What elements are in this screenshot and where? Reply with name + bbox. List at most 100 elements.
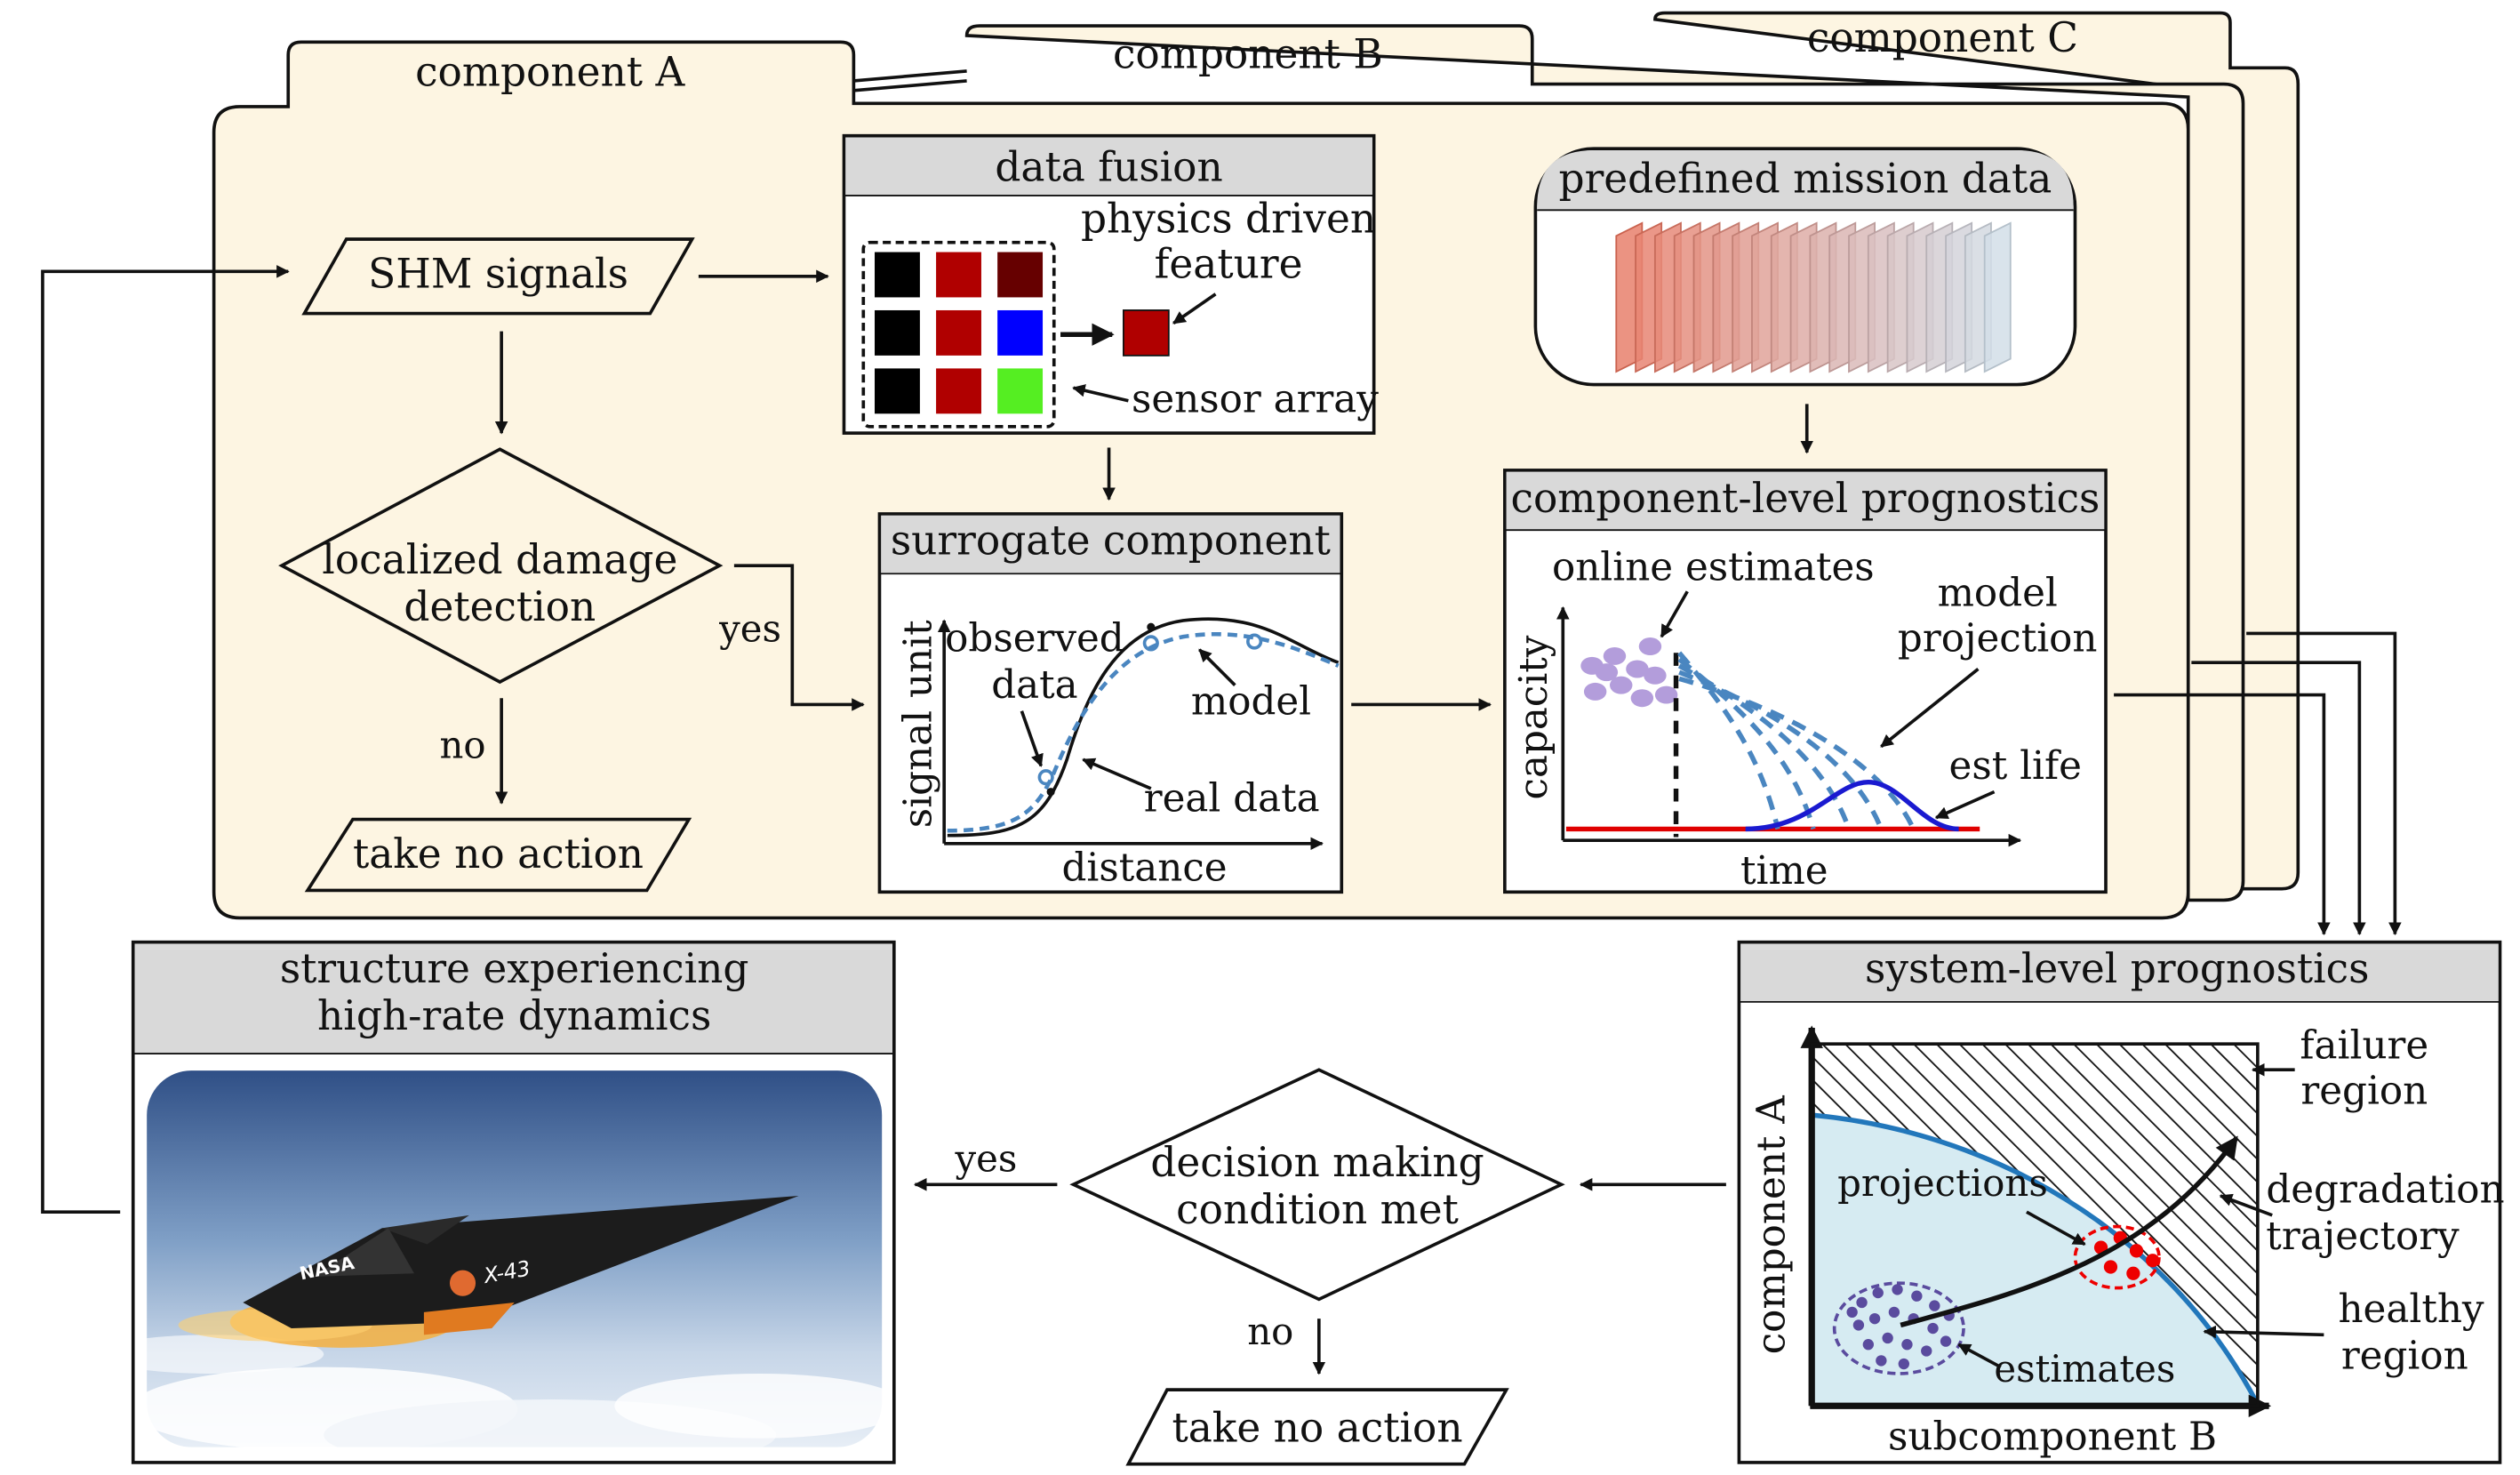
time-axis-label: time xyxy=(1740,849,1828,894)
sensor-cell xyxy=(997,252,1044,298)
estimate-point xyxy=(1898,1358,1909,1370)
estimate-point xyxy=(1892,1284,1903,1295)
sensor-cell xyxy=(997,368,1044,414)
aircraft-photo: NASA X-43 xyxy=(146,1070,884,1448)
online-estimate-point xyxy=(1644,666,1667,685)
estimate-point xyxy=(1846,1306,1858,1319)
model-projection-line2: projection xyxy=(1898,616,2098,661)
subcomponent-b-axis-label: subcomponent B xyxy=(1888,1415,2217,1459)
estimates-label: estimates xyxy=(1994,1347,2175,1391)
online-estimate-point xyxy=(1630,689,1654,708)
sensor-cell xyxy=(997,309,1044,356)
projection-point xyxy=(2126,1266,2140,1280)
component-b-folder: component B xyxy=(853,24,2245,902)
mission-data-title: predefined mission data xyxy=(1559,155,2052,202)
projection-point xyxy=(2129,1244,2144,1258)
est-life-distribution xyxy=(1745,779,1959,832)
shm-signals-node: SHM signals xyxy=(301,237,695,316)
projections-cluster-outline xyxy=(2073,1224,2161,1290)
decision-making-node: decision making condition met xyxy=(1069,1068,1565,1302)
online-estimate-point xyxy=(1595,663,1619,682)
estimate-point xyxy=(1868,1312,1881,1325)
estimate-point xyxy=(1921,1345,1932,1357)
take-no-action-label-a: take no action xyxy=(353,830,644,878)
structure-box: structure experiencing high-rate dynamic… xyxy=(131,940,896,1464)
observed-data-line2: data xyxy=(991,663,1077,708)
observed-data-line1: observed xyxy=(945,616,1124,661)
structure-title-line1: structure experiencing xyxy=(280,945,749,992)
estimate-point xyxy=(1876,1355,1887,1367)
flow-arrows xyxy=(41,265,2402,1375)
est-life-label: est life xyxy=(1949,744,2082,789)
mission-data-box: predefined mission data xyxy=(1533,147,2077,387)
degradation-trajectory-line1: degradation xyxy=(2266,1167,2504,1212)
online-estimates-label: online estimates xyxy=(1552,546,1875,590)
estimates-cluster-outline xyxy=(1832,1281,1965,1375)
sensor-cell xyxy=(875,309,920,356)
data-fusion-box: data fusion physics driven feature senso… xyxy=(842,133,1379,435)
online-estimate-point xyxy=(1654,685,1678,704)
arrow-structure-feedback xyxy=(41,265,290,1214)
estimate-point xyxy=(1940,1335,1952,1347)
sensor-array-label: sensor array xyxy=(1132,377,1379,421)
sensor-grid xyxy=(875,252,1044,414)
estimate-point xyxy=(1852,1319,1865,1331)
estimate-point xyxy=(1856,1296,1868,1309)
arrow-compB-to-system xyxy=(2191,661,2366,936)
decision-line1: decision making xyxy=(1150,1139,1484,1186)
structure-title-line2: high-rate dynamics xyxy=(317,992,711,1039)
component-b-label: component B xyxy=(1113,30,1383,77)
healthy-region-area xyxy=(1812,1115,2258,1405)
estimate-point xyxy=(1872,1287,1884,1299)
sensor-cell xyxy=(936,252,981,298)
take-no-action-node-a: take no action xyxy=(304,817,692,893)
online-estimate-point xyxy=(1626,660,1649,678)
physics-feature-square xyxy=(1123,309,1170,357)
yes-label-decision: yes xyxy=(955,1137,1018,1181)
sensor-cell xyxy=(936,368,981,414)
no-label-decision: no xyxy=(1247,1310,1293,1353)
projection-point xyxy=(2146,1254,2160,1268)
healthy-region-line1: healthy xyxy=(2338,1287,2484,1332)
physics-driven-line2: feature xyxy=(1155,241,1303,288)
surrogate-title: surrogate component xyxy=(891,517,1331,564)
yes-label-a: yes xyxy=(718,607,781,651)
localized-damage-detection-node: localized damage detection xyxy=(278,447,724,685)
estimate-point xyxy=(1927,1322,1939,1335)
signal-unit-axis-label: signal unit xyxy=(897,620,941,828)
online-estimate-point xyxy=(1603,646,1627,665)
physics-driven-line1: physics driven xyxy=(1081,196,1376,243)
localized-damage-line1: localized damage xyxy=(322,536,677,583)
real-data-label: real data xyxy=(1144,776,1320,821)
distance-axis-label: distance xyxy=(1061,846,1227,891)
localized-damage-line2: detection xyxy=(404,583,596,630)
no-label-a: no xyxy=(439,723,485,766)
model-curve xyxy=(947,632,1340,833)
online-estimate-point xyxy=(1610,676,1633,694)
estimate-point xyxy=(1929,1300,1940,1311)
projections-label: projections xyxy=(1837,1161,2048,1205)
capacity-axis-label: capacity xyxy=(1512,635,1556,799)
estimate-point xyxy=(1911,1290,1923,1302)
component-c-label: component C xyxy=(1807,14,2078,61)
projection-point xyxy=(2103,1260,2118,1274)
estimate-point xyxy=(1901,1339,1913,1351)
system-prognostics-box: system-level prognostics failure region … xyxy=(1737,940,2505,1464)
sensor-array-group xyxy=(861,240,1056,429)
surrogate-component-box: surrogate component observed data model … xyxy=(877,512,1344,894)
decision-line2: condition met xyxy=(1176,1186,1459,1233)
model-label: model xyxy=(1191,679,1311,724)
healthy-region-line2: region xyxy=(2341,1334,2468,1378)
take-no-action-label-b: take no action xyxy=(1172,1404,1462,1451)
component-a-label: component A xyxy=(415,48,685,95)
component-prognostics-title: component-level prognostics xyxy=(1511,475,2100,522)
arrow-detection-to-surrogate xyxy=(733,564,865,711)
take-no-action-node-b: take no action xyxy=(1125,1388,1509,1466)
degradation-trajectory-line2: trajectory xyxy=(2266,1214,2460,1259)
arrow-compC-to-system xyxy=(2246,631,2402,936)
real-data-curve xyxy=(947,617,1340,838)
projection-curves xyxy=(1677,651,1916,830)
sensor-cell xyxy=(875,368,920,414)
